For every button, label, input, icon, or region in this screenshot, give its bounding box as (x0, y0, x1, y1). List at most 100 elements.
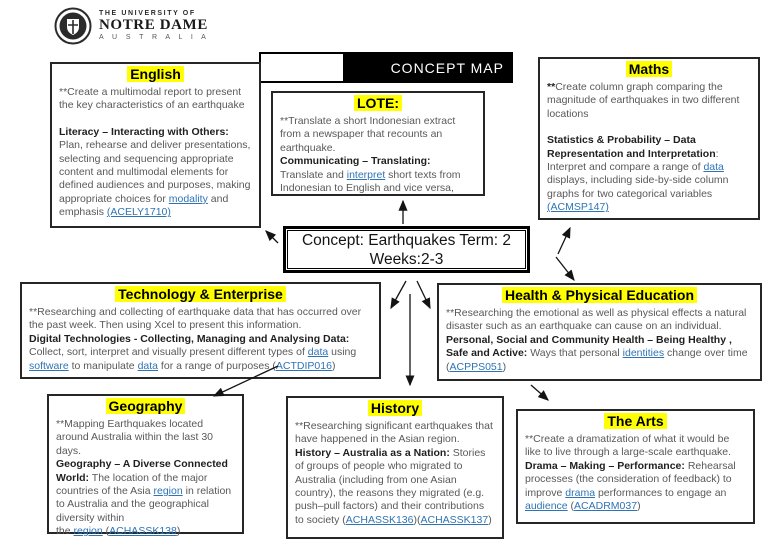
hyperlink[interactable]: identities (622, 347, 665, 360)
notre-dame-crest-icon (54, 7, 92, 45)
text-run: to manipulate (68, 359, 138, 372)
hyperlink[interactable]: ACTDIP016 (275, 359, 332, 372)
text-run: Communicating – Translating: (280, 155, 431, 168)
paragraph: **Researching significant earthquakes th… (295, 420, 495, 447)
hyperlink[interactable]: (ACMSP147) (547, 201, 609, 214)
hyperlink[interactable]: ACHASSK138 (109, 525, 177, 538)
paragraph: **Mapping Earthquakes located around Aus… (56, 418, 235, 458)
text-run: Digital Technologies - Collecting, Manag… (29, 332, 350, 345)
box-body-maths: **Create column graph comparing the magn… (547, 81, 751, 215)
arrow-center-down-right (416, 280, 431, 310)
subject-box-lote: LOTE: **Translate a short Indonesian ext… (271, 91, 485, 196)
text-run: Collect, sort, interpret and visually pr… (29, 346, 308, 359)
text-run: ) (488, 513, 492, 526)
box-title-the-arts: The Arts (525, 413, 746, 432)
text-run: **Researching significant earthquakes th… (295, 420, 493, 446)
university-logo: THE UNIVERSITY OF NOTRE DAME A U S T R A… (54, 7, 209, 45)
text-run: ) (637, 500, 641, 513)
subject-box-history: History **Researching significant earthq… (286, 396, 504, 539)
box-body-lote: **Translate a short Indonesian extract f… (280, 115, 476, 195)
text-run: Create column graph comparing the magnit… (547, 81, 740, 120)
box-body-history: **Researching significant earthquakes th… (295, 420, 495, 527)
hyperlink[interactable]: region (153, 485, 183, 498)
hyperlink[interactable]: ACHASSK137 (420, 513, 489, 526)
paragraph: Statistics & Probability – Data Represen… (547, 134, 751, 214)
text-run: The location of the major countries of t… (56, 471, 208, 498)
paragraph: Personal, Social and Community Health – … (446, 334, 753, 374)
box-title-technology-enterprise: Technology & Enterprise (29, 286, 372, 305)
text-run: Personal, Social and Community Health – … (446, 333, 732, 360)
paragraph: Geography – A Diverse Connected World: T… (56, 458, 235, 538)
text-run: ** (547, 81, 556, 93)
text-run: **Mapping Earthquakes located around Aus… (56, 418, 214, 457)
paragraph (59, 113, 252, 126)
concept-map-header: CONCEPT MAP (259, 52, 513, 83)
header-empty-cell (259, 52, 345, 83)
hyperlink[interactable]: region (73, 525, 103, 538)
text-run: ) (502, 360, 507, 373)
text-run: History – Australia as a Nation: (295, 446, 450, 459)
subject-box-english: English **Create a multimodal report to … (50, 62, 261, 228)
hyperlink[interactable]: ACPPS051 (449, 360, 503, 373)
box-title-maths: Maths (547, 61, 751, 80)
text-run: Rehearsal processes (the consideration o… (525, 459, 736, 499)
text-run: ( (567, 500, 575, 513)
paragraph: **Researching the emotional as well as p… (446, 307, 753, 334)
arrow-center-to-tech (390, 280, 407, 310)
logo-line-university-of: THE UNIVERSITY OF (99, 10, 196, 18)
box-body-health-physical-education: **Researching the emotional as well as p… (446, 307, 753, 374)
hyperlink[interactable]: data (703, 161, 724, 174)
hyperlink[interactable]: (ACELY1710) (106, 206, 171, 219)
text-run: **Researching and collecting of earthqua… (29, 306, 362, 332)
text-run: Drama – Making – Performance: (525, 459, 685, 472)
box-title-health-physical-education: Health & Physical Education (446, 287, 753, 306)
paragraph: **Create column graph comparing the magn… (547, 81, 751, 121)
text-run: Translate and (280, 168, 347, 181)
box-title-lote: LOTE: (280, 95, 476, 114)
text-run: Geography – A Diverse Connected World: (56, 458, 228, 484)
box-body-technology-enterprise: **Researching and collecting of earthqua… (29, 306, 372, 373)
hyperlink[interactable]: ACADRM037 (574, 500, 638, 513)
text-run: and emphasis (59, 192, 229, 219)
hyperlink[interactable]: modality (168, 192, 208, 205)
arrow-hpe-to-arts (530, 384, 549, 401)
arrow-center-to-hpe (555, 256, 575, 282)
paragraph (547, 121, 751, 134)
text-run: ( (102, 525, 110, 538)
header-title: CONCEPT MAP (345, 52, 513, 83)
text-run: **Researching the emotional as well as p… (446, 307, 747, 333)
concept-title-line2: Weeks:2-3 (369, 250, 444, 268)
text-run: **Create a multimodal report to present … (59, 86, 245, 112)
box-title-geography: Geography (56, 398, 235, 417)
paragraph: **Translate a short Indonesian extract f… (280, 115, 476, 155)
paragraph: **Create a multimodal report to present … (59, 86, 252, 113)
paragraph: Literacy – Interacting with Others: Plan… (59, 126, 252, 220)
text-run: short texts from Indonesian to English a… (280, 168, 461, 195)
hyperlink[interactable]: drama (565, 486, 596, 499)
arrow-center-to-english (265, 230, 279, 244)
paragraph: History – Australia as a Nation: Stories… (295, 447, 495, 527)
text-run: Statistics & Probability – Data Represen… (547, 134, 716, 160)
hyperlink[interactable]: ACHASSK136 (345, 513, 414, 526)
text-run: **Create a dramatization of what it woul… (525, 433, 732, 459)
arrow-center-to-maths (557, 226, 571, 255)
hyperlink[interactable]: audience (525, 500, 568, 513)
logo-line-notre-dame: NOTRE DAME (99, 16, 208, 33)
hyperlink[interactable]: data (307, 346, 329, 359)
hyperlink[interactable]: data (137, 359, 159, 372)
text-run: **Translate a short Indonesian extract f… (280, 115, 456, 154)
box-title-history: History (295, 400, 495, 419)
text-run: )( (413, 513, 421, 526)
hyperlink[interactable]: interpret (346, 168, 386, 181)
subject-box-geography: Geography **Mapping Earthquakes located … (47, 394, 244, 537)
center-concept-box: Concept: Earthquakes Term: 2 Weeks:2-3 (283, 226, 530, 273)
text-run: Literacy – Interacting with Others: (59, 125, 229, 138)
text-run: displays, including side-by-side column … (547, 174, 729, 200)
text-run: Ways that personal (527, 347, 623, 360)
subject-box-technology-enterprise: Technology & Enterprise **Researching an… (20, 282, 381, 379)
box-body-geography: **Mapping Earthquakes located around Aus… (56, 418, 235, 539)
hyperlink[interactable]: software (29, 359, 69, 372)
subject-box-the-arts: The Arts **Create a dramatization of wha… (516, 409, 755, 524)
text-run: Stories of groups of people who migrated… (295, 446, 486, 526)
